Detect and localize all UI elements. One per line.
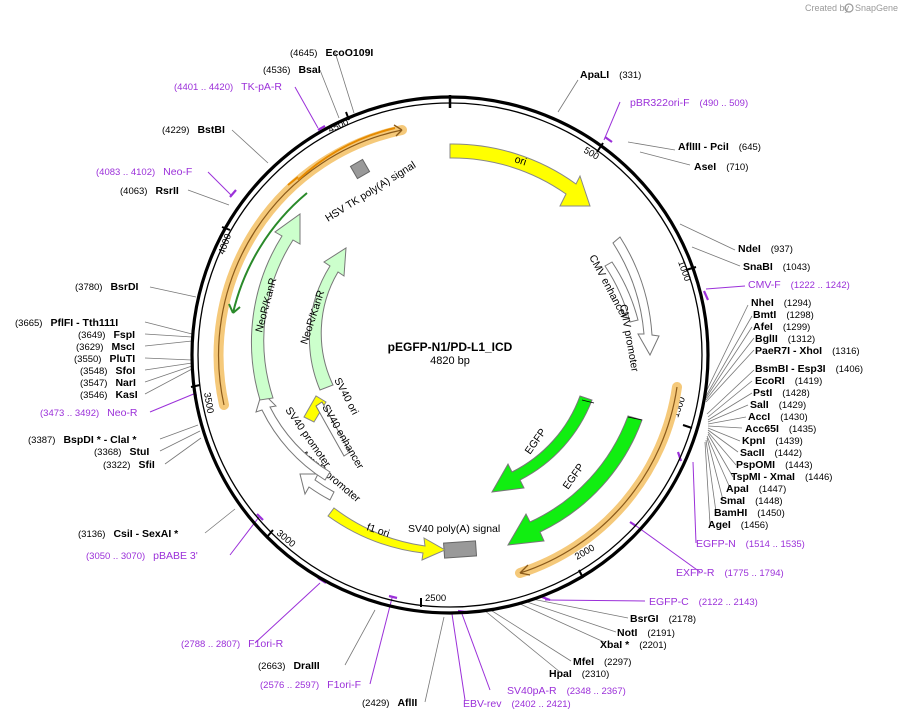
primer-label[interactable]: EGFP-N(1514 .. 1535) [696,538,805,550]
site-label[interactable]: Acc65I(1435) [745,423,816,435]
site-label[interactable]: HpaI(2310) [549,668,609,680]
site-label[interactable]: SacII(1442) [740,447,802,459]
site-label[interactable]: (3322)SfiI [103,459,155,471]
site-label[interactable]: (4536)BsaI [263,64,321,76]
scale-tick-3500: 3500 [201,392,216,415]
created-by-text: Created by [805,3,850,13]
site-label[interactable]: (3649)FspI [78,329,135,341]
site-label[interactable]: TspMI - XmaI(1446) [731,471,832,483]
feature-egfp-2[interactable] [507,415,643,546]
site-label[interactable]: XbaI *(2201) [600,639,667,651]
plasmid-title: pEGFP-N1/PD-L1_ICD [388,340,513,354]
site-label[interactable]: SnaBI(1043) [743,261,810,273]
site-label[interactable]: (3548)SfoI [80,365,135,377]
site-label[interactable]: BsmBI - Esp3I(1406) [755,363,863,375]
scale-tick-4000: 4000 [216,232,234,256]
site-label[interactable]: AgeI(1456) [708,519,768,531]
primer-label[interactable]: EBV-rev(2402 .. 2421) [463,698,571,710]
site-label[interactable]: NheI(1294) [751,297,811,309]
site-label[interactable]: (4229)BstBI [162,124,225,136]
feature-ori[interactable] [449,143,591,207]
primer-label[interactable]: (2788 .. 2807)F1ori-R [181,638,284,650]
primer-labels: pBR322ori-F(490 .. 509) CMV-F(1222 .. 12… [40,81,850,710]
site-label[interactable]: (3780)BsrDI [75,281,139,293]
primer-label[interactable]: (4401 .. 4420)TK-pA-R [174,81,282,93]
site-label[interactable]: BsrGI(2178) [630,613,696,625]
orf-line-neo [217,129,403,406]
site-label[interactable]: (2663)DraIII [258,660,320,672]
feature-neokanr-1[interactable] [250,213,301,401]
site-label[interactable]: KpnI(1439) [742,435,803,447]
snapgene-logo-icon [844,3,854,13]
site-label[interactable]: (3629)MscI [76,341,135,353]
feature-cmv-enhancer-inner[interactable] [604,261,639,323]
feature-sv40-enhancer[interactable] [315,401,351,457]
site-label[interactable]: PstI(1428) [753,387,810,399]
site-label[interactable]: AflIII - PciI(645) [678,141,761,153]
site-label[interactable]: SmaI(1448) [720,495,783,507]
feature-sv40-polya-label: SV40 poly(A) signal [408,523,500,535]
feature-sv40-ori-label: SV40 ori [331,376,361,417]
sites-right: ApaLI(331) AflIII - PciI(645) AseI(710) … [549,69,863,680]
feature-egfp-1[interactable] [491,395,593,493]
feature-cmv-promoter-label: CMV promoter [617,303,641,373]
plasmid-length: 4820 bp [430,355,470,367]
orf-line-hsv [297,127,396,181]
site-label[interactable]: (3547)NarI [80,377,136,389]
site-label[interactable]: NdeI(937) [738,243,793,255]
site-label[interactable]: BmtI(1298) [753,309,814,321]
site-label[interactable]: BglII(1312) [755,333,815,345]
primer-label[interactable]: SV40pA-R(2348 .. 2367) [507,685,626,697]
site-label[interactable]: MfeI(2297) [573,656,631,668]
site-label[interactable]: (2429)AflII [362,697,417,709]
scale-tick-2500: 2500 [425,593,446,604]
orf-line-neo-green [232,192,308,314]
site-label[interactable]: (3387)BspDI * - ClaI * [28,434,137,446]
site-label[interactable]: EcoRI(1419) [755,375,822,387]
feature-hsv-tk-polya-label: HSV TK poly(A) signal [323,159,418,224]
site-label[interactable]: (3550)PluTI [74,353,135,365]
feature-neokanr-2[interactable] [308,247,347,391]
primer-leaders [149,86,746,701]
site-label[interactable]: (4645)EcoO109I [290,47,373,59]
feature-ampr-promoter[interactable] [299,473,335,501]
sites-left: (4645)EcoO109I (4536)BsaI (4229)BstBI (4… [15,47,417,709]
site-label[interactable]: (3546)KasI [80,389,138,401]
primer-label[interactable]: (3473 .. 3492)Neo-R [40,407,138,419]
primer-label[interactable]: pBR322ori-F(490 .. 509) [630,97,748,109]
site-label[interactable]: BamHI(1450) [714,507,785,519]
primer-label[interactable]: EGFP-C(2122 .. 2143) [649,596,758,608]
feature-cmv-enhancer[interactable] [612,236,660,357]
primer-label[interactable]: EXFP-R(1775 .. 1794) [676,567,784,579]
leader-lines [144,51,755,703]
site-label[interactable]: (3136)CsiI - SexAI * [78,528,179,540]
primer-label[interactable]: (3050 .. 3070)pBABE 3' [86,550,198,562]
site-label[interactable]: (3665)PflFI - Tth111I [15,317,118,329]
site-label[interactable]: ApaI(1447) [726,483,786,495]
site-label[interactable]: ApaLI(331) [580,69,641,81]
scale-tick-4500: 4500 [327,117,351,136]
site-label[interactable]: PspOMI(1443) [736,459,813,471]
feature-ori-label: ori [513,153,528,168]
snapgene-brand: SnapGene [855,3,898,13]
orf-line-egfp [519,386,678,574]
site-label[interactable]: PaeR7I - XhoI(1316) [755,345,860,357]
site-label[interactable]: SalI(1429) [750,399,806,411]
site-label[interactable]: NotI(2191) [617,627,675,639]
site-label[interactable]: (3368)StuI [94,446,149,458]
site-label[interactable]: (4063)RsrII [120,185,179,197]
site-label[interactable]: AseI(710) [694,161,748,173]
primer-label[interactable]: CMV-F(1222 .. 1242) [748,279,850,291]
scale-tick-marks [190,111,697,607]
feature-f1-ori[interactable] [327,507,447,561]
primer-label[interactable]: (4083 .. 4102)Neo-F [96,166,192,178]
site-label[interactable]: AccI(1430) [748,411,808,423]
feature-sv40-polya[interactable] [443,540,478,559]
site-label[interactable]: AfeI(1299) [753,321,810,333]
scale-tick-500: 500 [582,145,601,162]
primer-label[interactable]: (2576 .. 2597)F1ori-F [260,679,361,691]
feature-hsv-tk-polya[interactable] [349,158,371,180]
